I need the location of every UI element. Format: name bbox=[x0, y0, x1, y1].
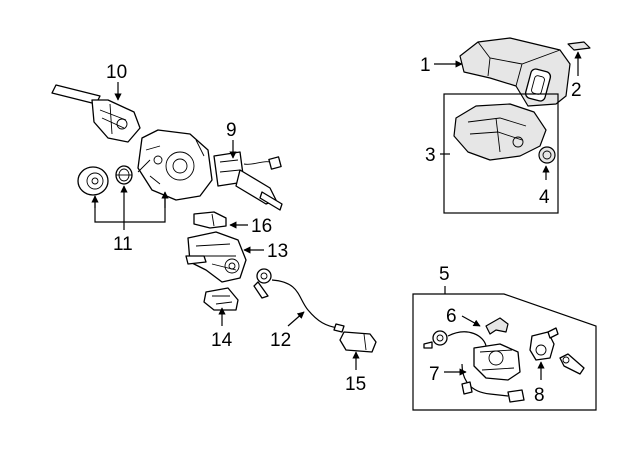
callout-2: 2 bbox=[571, 80, 582, 101]
part-8-ignition-cylinder[interactable] bbox=[529, 327, 585, 375]
part-16-sensor[interactable] bbox=[193, 211, 227, 229]
part-10-combination-switch[interactable] bbox=[51, 84, 141, 143]
callout-11: 11 bbox=[113, 234, 133, 255]
part-3-lower-column-cover[interactable] bbox=[453, 103, 547, 161]
callout-15: 15 bbox=[345, 374, 366, 395]
part-2-cover-clip[interactable] bbox=[567, 41, 591, 51]
part-14-clip[interactable] bbox=[203, 287, 239, 311]
callout-9: 9 bbox=[226, 120, 237, 141]
leader-6 bbox=[461, 315, 481, 327]
callout-16: 16 bbox=[251, 216, 272, 237]
part-7-lock-cylinder-harness[interactable] bbox=[423, 330, 525, 403]
part-1-upper-column-cover[interactable] bbox=[459, 37, 571, 107]
callout-1: 1 bbox=[420, 55, 431, 76]
part-11-spiral-cable-set[interactable] bbox=[77, 129, 213, 201]
callout-5: 5 bbox=[439, 264, 450, 285]
callout-3: 3 bbox=[425, 145, 436, 166]
part-12-shift-lever-cable[interactable] bbox=[253, 268, 345, 333]
callout-14: 14 bbox=[211, 330, 233, 351]
part-6-bracket[interactable] bbox=[485, 317, 509, 335]
part-4-ring[interactable] bbox=[538, 146, 556, 164]
lock-set-frame bbox=[412, 293, 597, 411]
leader-11-bracket bbox=[94, 196, 166, 223]
callout-7: 7 bbox=[429, 364, 440, 385]
part-15-shift-knob[interactable] bbox=[339, 331, 377, 353]
callout-6: 6 bbox=[446, 306, 457, 327]
callout-12: 12 bbox=[270, 330, 291, 351]
leader-12 bbox=[287, 311, 305, 327]
part-13-lock-housing[interactable] bbox=[185, 231, 247, 283]
part-9-wiper-switch[interactable] bbox=[213, 151, 283, 211]
callout-10: 10 bbox=[106, 62, 127, 83]
callout-4: 4 bbox=[539, 187, 550, 208]
callout-13: 13 bbox=[267, 241, 288, 262]
callout-8: 8 bbox=[534, 385, 545, 406]
